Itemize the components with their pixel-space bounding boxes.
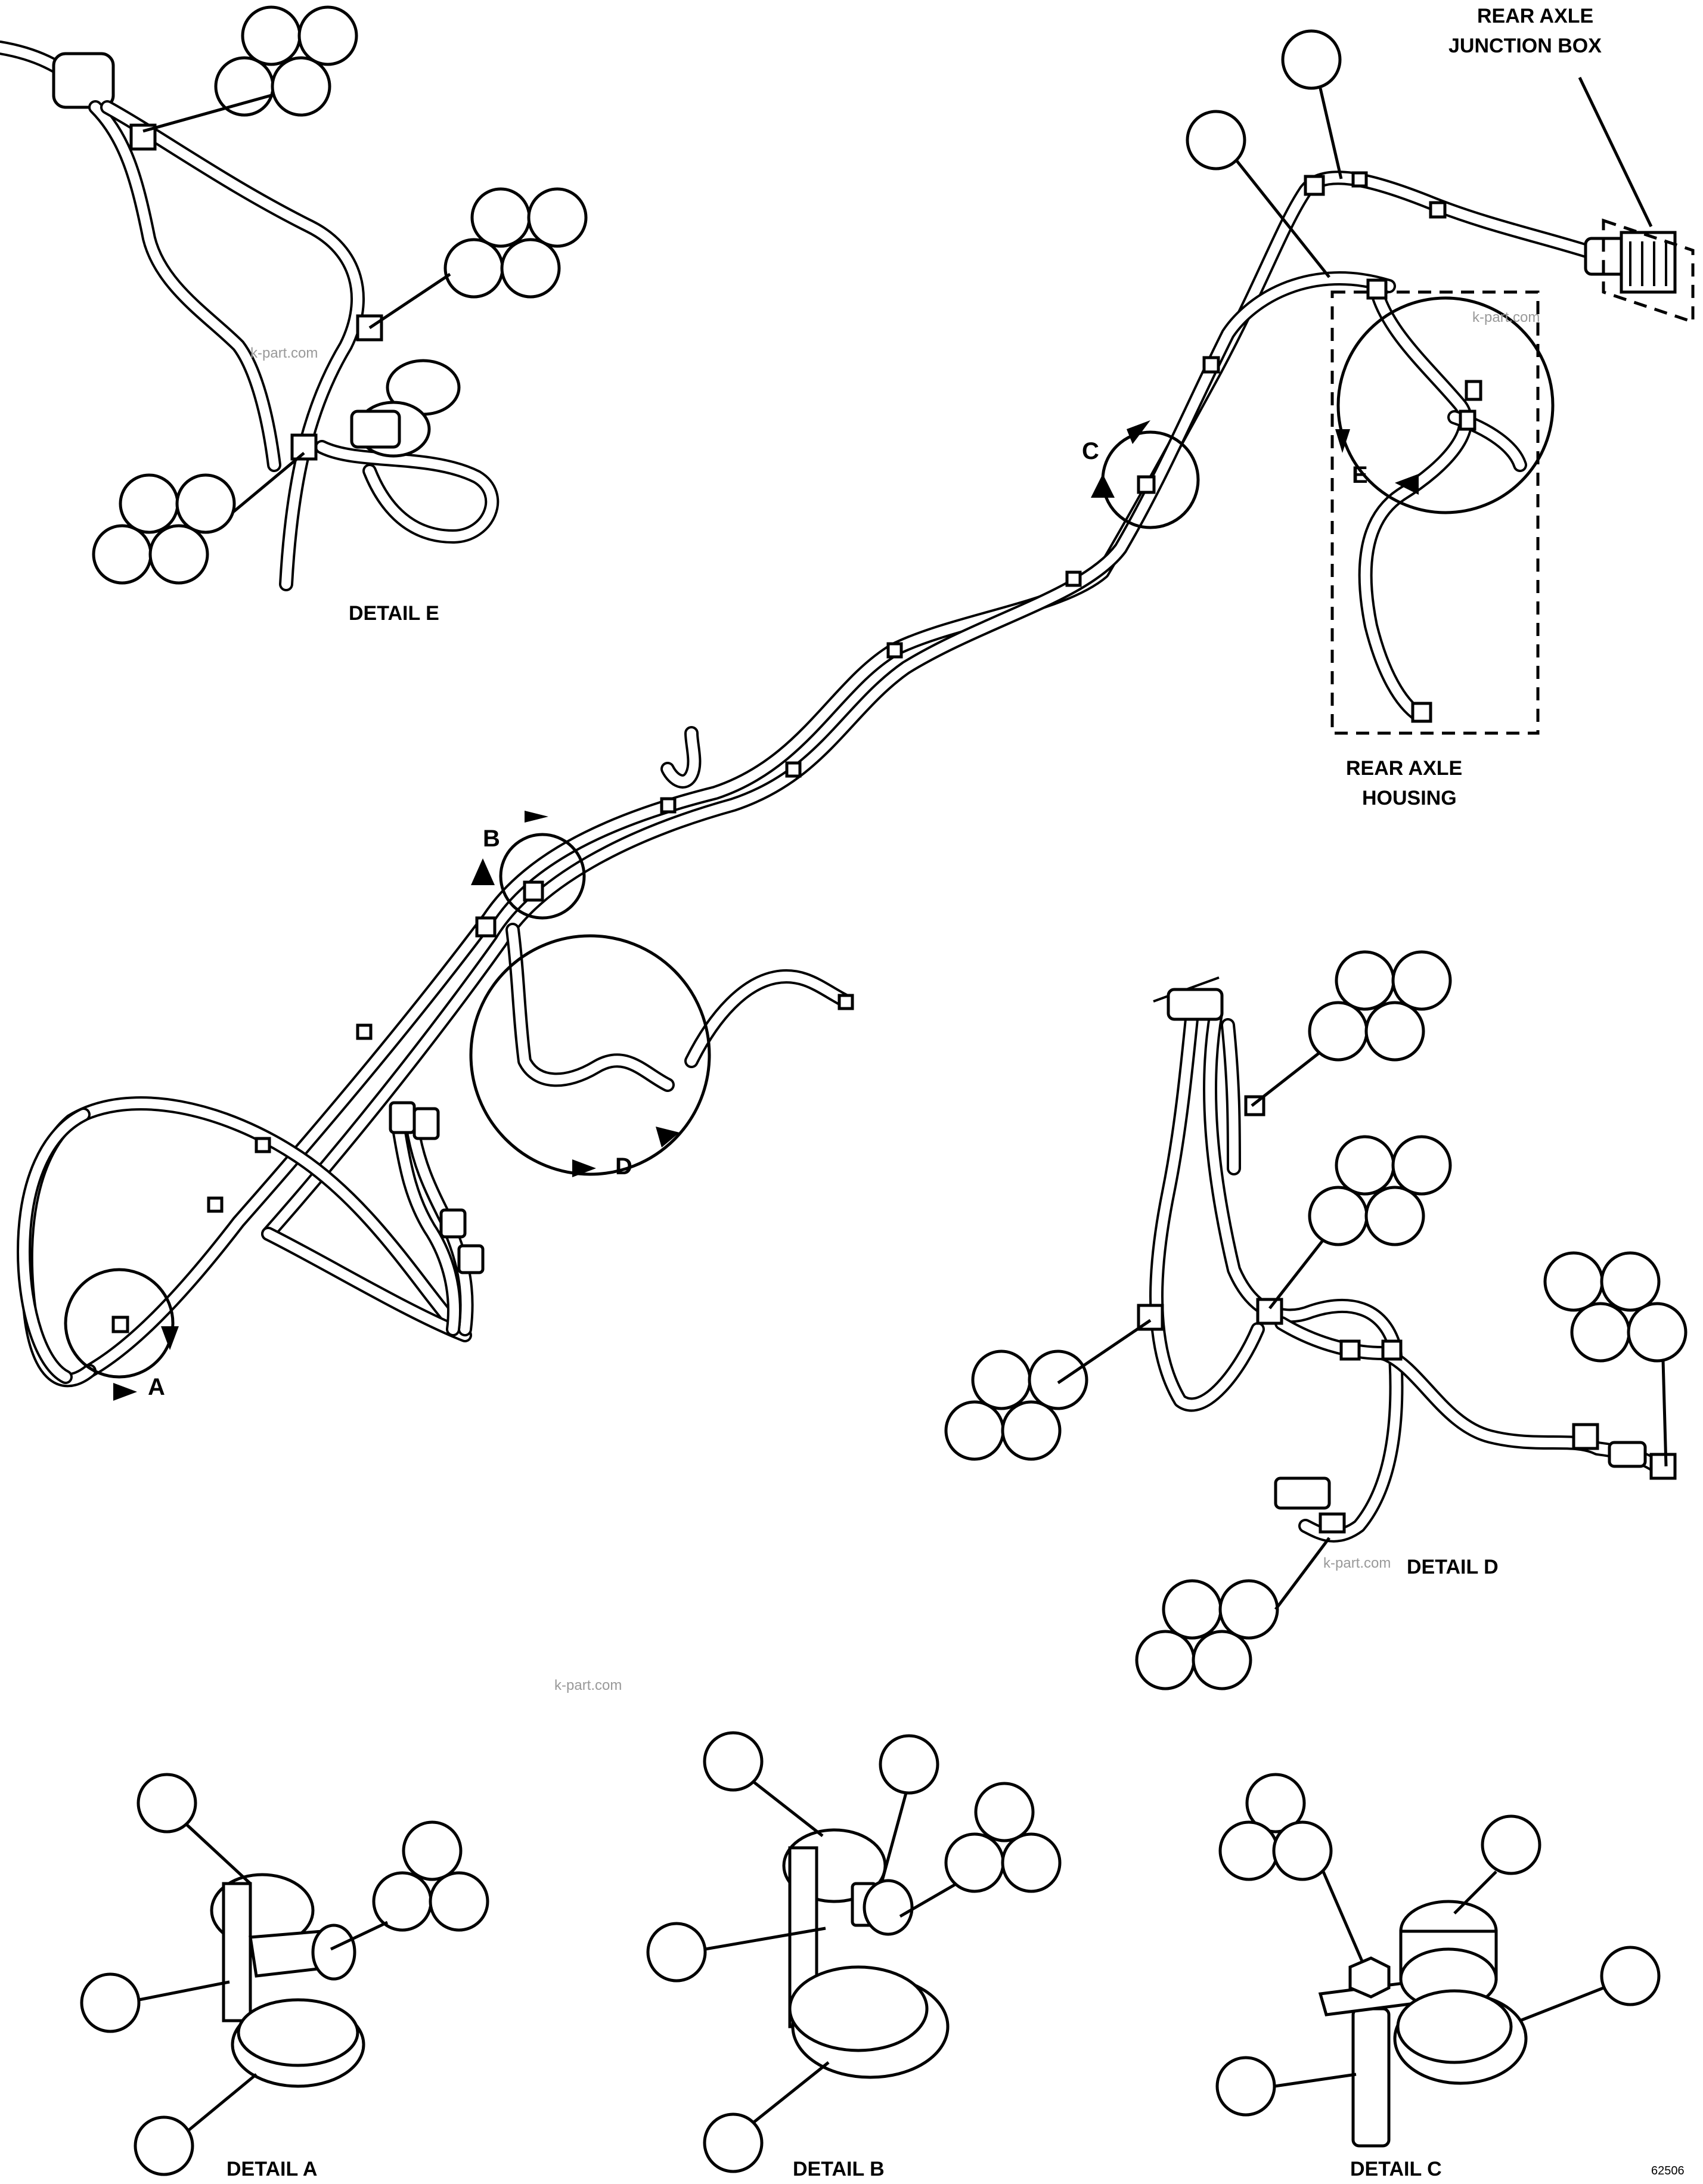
rear-axle-housing-outline xyxy=(1330,290,1540,735)
view-d-label: D xyxy=(615,1153,632,1180)
detail-c-callouts xyxy=(1215,1773,1661,2117)
view-a-label: A xyxy=(148,1374,165,1400)
detail-b-callouts xyxy=(646,1731,1062,2173)
watermark-3: k-part.com xyxy=(1323,1555,1391,1571)
detail-b-label: DETAIL B xyxy=(793,2158,885,2180)
detail-d xyxy=(1137,976,1677,1543)
view-e-circle xyxy=(1336,296,1555,514)
junction-box-outline xyxy=(1602,218,1695,324)
view-e-arrow xyxy=(1335,429,1350,453)
detail-a xyxy=(210,1873,365,2088)
view-d-arrow xyxy=(572,1159,596,1177)
view-d-arrow-2 xyxy=(656,1127,680,1147)
detail-a-label: DETAIL A xyxy=(227,2158,317,2180)
view-e-label: E xyxy=(1352,462,1368,488)
watermark-2: k-part.com xyxy=(1472,309,1540,325)
view-a-arrow xyxy=(113,1383,137,1401)
view-d-circle xyxy=(469,934,711,1176)
rear-axle-housing-label-line2: HOUSING xyxy=(1362,787,1457,809)
view-c-arrow xyxy=(1091,474,1115,498)
view-e-arrow-2 xyxy=(1395,474,1419,495)
detail-e-callouts xyxy=(92,5,588,585)
view-b-label: B xyxy=(483,826,500,852)
detail-e xyxy=(0,41,500,591)
rear-axle-junction-box-label-line2: JUNCTION BOX xyxy=(1448,35,1602,57)
detail-c-label: DETAIL C xyxy=(1350,2158,1442,2180)
rear-axle-housing-label-line1: REAR AXLE xyxy=(1346,757,1462,780)
figure-number: 62506 xyxy=(1651,2164,1685,2177)
watermark-4: k-part.com xyxy=(554,1677,622,1693)
detail-a-callouts xyxy=(80,1773,489,2176)
detail-d-callouts xyxy=(944,950,1688,1690)
view-a-circle xyxy=(64,1268,175,1379)
detail-c xyxy=(1318,1900,1528,2148)
view-c-arrow-2 xyxy=(1127,420,1150,444)
detail-b xyxy=(782,1828,950,2079)
callouts-main xyxy=(1186,29,1343,278)
view-b-circle xyxy=(499,833,586,920)
junction-box xyxy=(1620,231,1677,294)
view-b-arrow xyxy=(471,858,495,885)
view-a-arrow-2 xyxy=(161,1326,179,1350)
main-harness xyxy=(17,76,1695,1388)
view-c-label: C xyxy=(1082,438,1099,464)
view-b-arrow-2 xyxy=(525,811,548,823)
detail-d-label: DETAIL D xyxy=(1407,1556,1499,1578)
detail-e-label: DETAIL E xyxy=(349,602,439,625)
rear-axle-junction-box-label-line1: REAR AXLE xyxy=(1477,5,1593,27)
watermark-1: k-part.com xyxy=(250,345,318,361)
